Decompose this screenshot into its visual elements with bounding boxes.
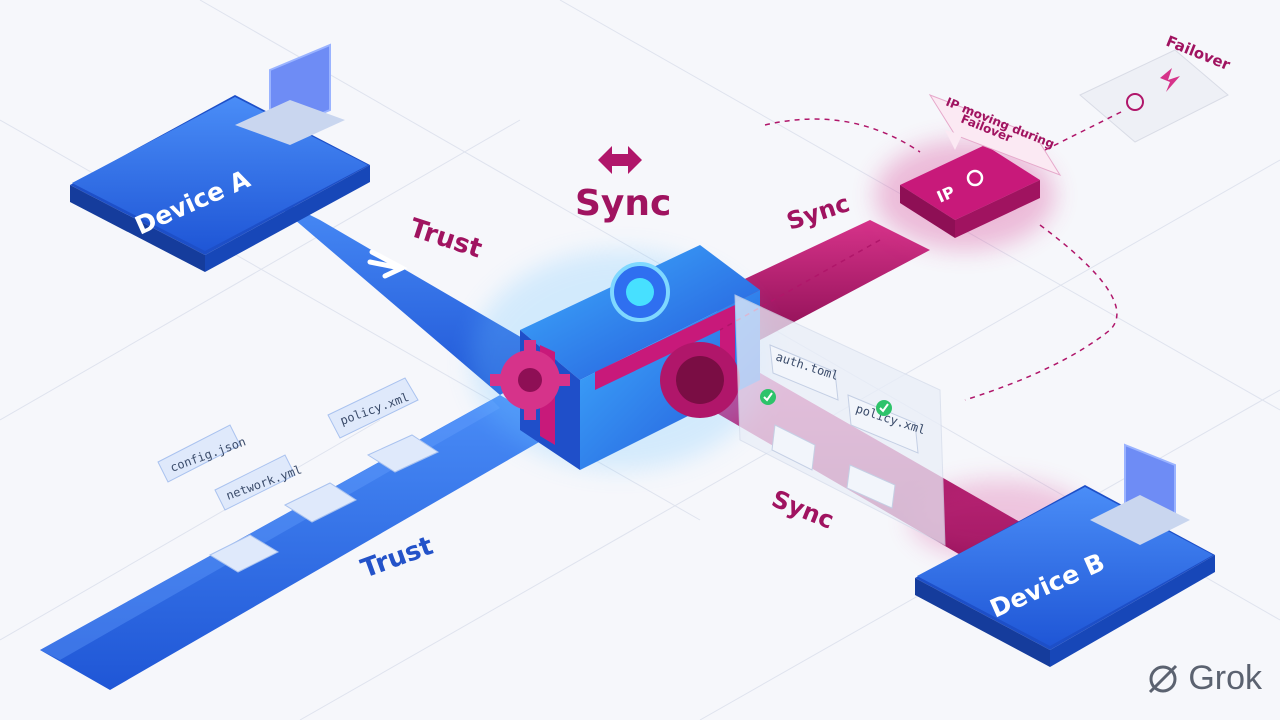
laptop-icon [235, 43, 345, 145]
file-card-network [214, 454, 296, 511]
brand-label: Grok [1188, 659, 1262, 697]
sync-label-center: Sync [575, 183, 671, 224]
file-card-auth [769, 344, 839, 401]
gear-icon [966, 169, 984, 187]
sync-hub [470, 245, 770, 470]
lightning-icon [1160, 68, 1180, 92]
file-tiles-right [771, 424, 896, 509]
grok-watermark: Grok [1146, 659, 1262, 698]
trust-label-top: Trust [406, 213, 486, 264]
file-card-policy-right [847, 394, 919, 454]
gear-icon [490, 340, 570, 420]
checkmark-icon [876, 400, 892, 416]
checkmark-icon [760, 389, 776, 405]
failover-panel [1079, 49, 1229, 143]
sync-arrows-icon [598, 146, 642, 174]
laptop-icon [1090, 443, 1190, 545]
arrow-right-icon [367, 249, 408, 279]
sync-label-right: Sync [783, 189, 853, 235]
ip-box [875, 140, 1055, 250]
sync-label-bottom: Sync [768, 485, 838, 535]
file-card-config [157, 424, 241, 483]
grok-logo-icon [1149, 664, 1178, 693]
file-card-policy-left [327, 377, 419, 439]
ip-bubble [928, 94, 1062, 176]
trust-pipe [40, 190, 560, 690]
file-tiles [208, 434, 440, 573]
